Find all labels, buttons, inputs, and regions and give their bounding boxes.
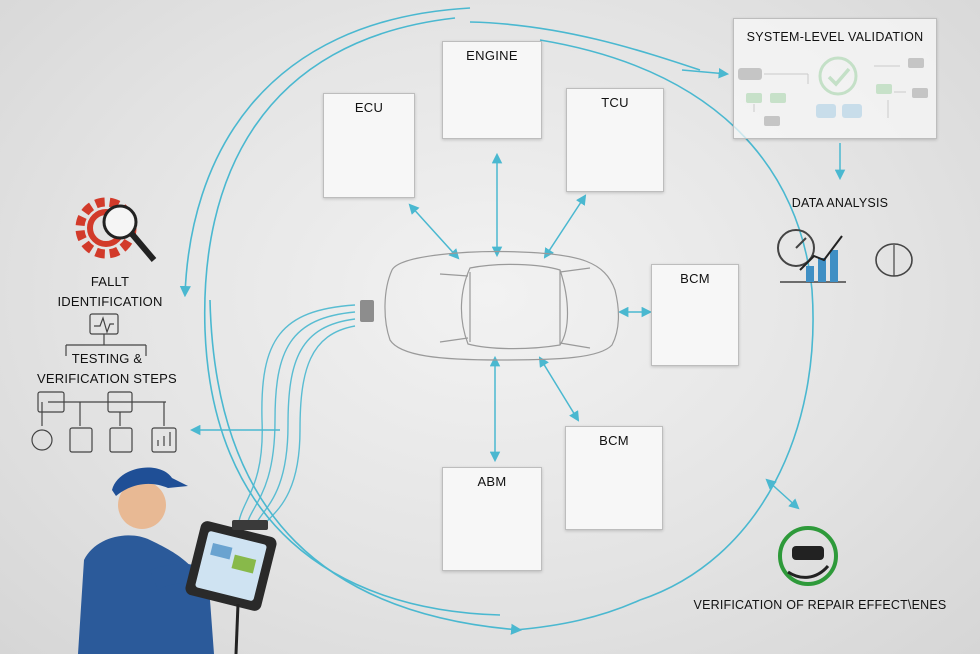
diagnostic-cables [237, 304, 356, 529]
bcm-right-label: BCM [680, 271, 710, 286]
vehicle-outline [384, 250, 619, 361]
tcu-label: TCU [601, 95, 629, 110]
abm-label: ABM [477, 474, 507, 489]
testing-steps-label: TESTING & VERIFICATION STEPS [24, 349, 190, 389]
validation-title: SYSTEM-LEVEL VALIDATION [746, 30, 924, 44]
ecu-box[interactable]: ECU [323, 93, 415, 198]
tcu-box[interactable]: TCU [566, 88, 664, 192]
data-analysis-graphic [777, 229, 913, 283]
bcm-lower-label: BCM [599, 433, 629, 448]
data-analysis-title: DATA ANALYSIS [791, 196, 889, 210]
repair-verification-label: VERIFICATION OF REPAIR EFFECT\ENES [693, 598, 947, 612]
validation-box[interactable]: SYSTEM-LEVEL VALIDATION [733, 18, 937, 139]
cycle-loop [179, 7, 814, 635]
abm-box[interactable]: ABM [442, 467, 542, 571]
fault-line-2: IDENTIFICATION [57, 294, 163, 309]
fault-identification-label: FALLT IDENTIFICATION [46, 272, 174, 312]
engine-label: ENGINE [466, 48, 518, 63]
bcm-lower-box[interactable]: BCM [565, 426, 663, 530]
gear-magnifier-icon [75, 197, 157, 262]
obd-connector [360, 300, 374, 322]
fault-line-1: FALLT [90, 274, 130, 289]
bcm-right-box[interactable]: BCM [651, 264, 739, 366]
testing-line-1: TESTING & [71, 351, 143, 366]
repair-verified-icon [778, 526, 838, 586]
diagnostic-tablet[interactable] [184, 520, 278, 654]
engine-box[interactable]: ENGINE [442, 41, 542, 139]
connection-arrows [189, 68, 846, 510]
testing-flowchart [31, 313, 177, 453]
ecu-label: ECU [354, 100, 384, 115]
testing-line-2: VERIFICATION STEPS [37, 371, 177, 386]
